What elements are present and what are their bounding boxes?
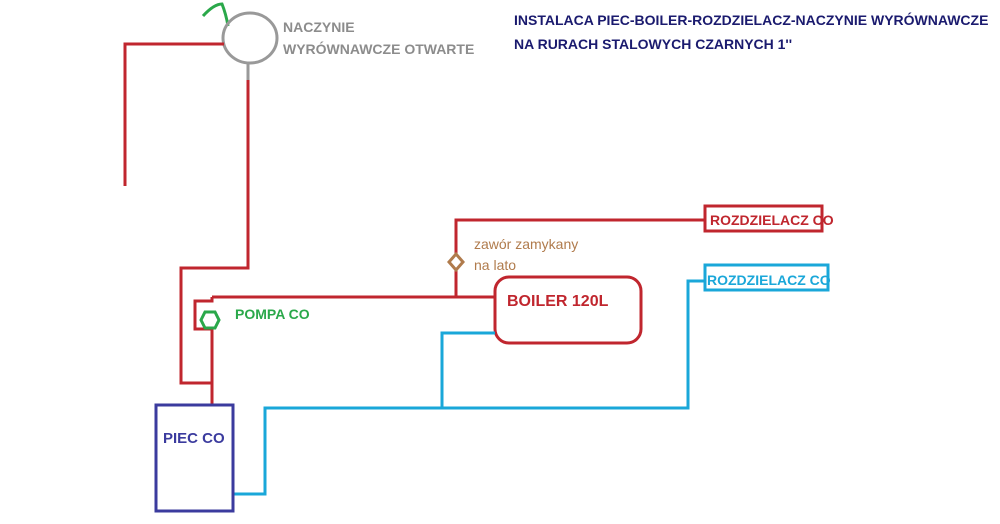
expansion-vessel-label-line-2: WYRÓWNAWCZE OTWARTE [283,41,475,57]
boiler-shape [493,275,643,345]
valve-label-line-1: zawór zamykany [474,236,579,252]
distributor-hot-label: ROZDZIELACZ CO [710,212,834,228]
diagram-title-line-1: INSTALACA PIEC-BOILER-ROZDZIELACZ-NACZYN… [514,12,989,28]
pump-label: POMPA CO [235,306,310,322]
vent-pipe [201,2,230,27]
boiler-label: BOILER 120L [507,293,609,310]
safety-supply-pipe [179,80,250,385]
distributor-hot-box [703,204,824,233]
valve-diamond [447,251,465,273]
furnace-box [154,403,235,513]
distributor-cold-label: ROZDZIELACZ CO [707,272,831,288]
expansion-vessel-label-line-1: NACZYNIE [283,19,355,35]
furnace-label: PIEC CO [163,430,225,447]
return-main [233,279,705,496]
distributor-cold-box [703,263,830,292]
pump-hexagon [199,310,221,330]
overflow-pipe [123,42,224,186]
return-boiler-branch [440,331,495,408]
expansion-vessel-shape [221,11,279,65]
diagram-title-line-2: NA RURACH STALOWYCH CZARNYCH 1'' [514,36,793,52]
valve-label-line-2: na lato [474,257,517,273]
supply-riser [193,297,214,405]
